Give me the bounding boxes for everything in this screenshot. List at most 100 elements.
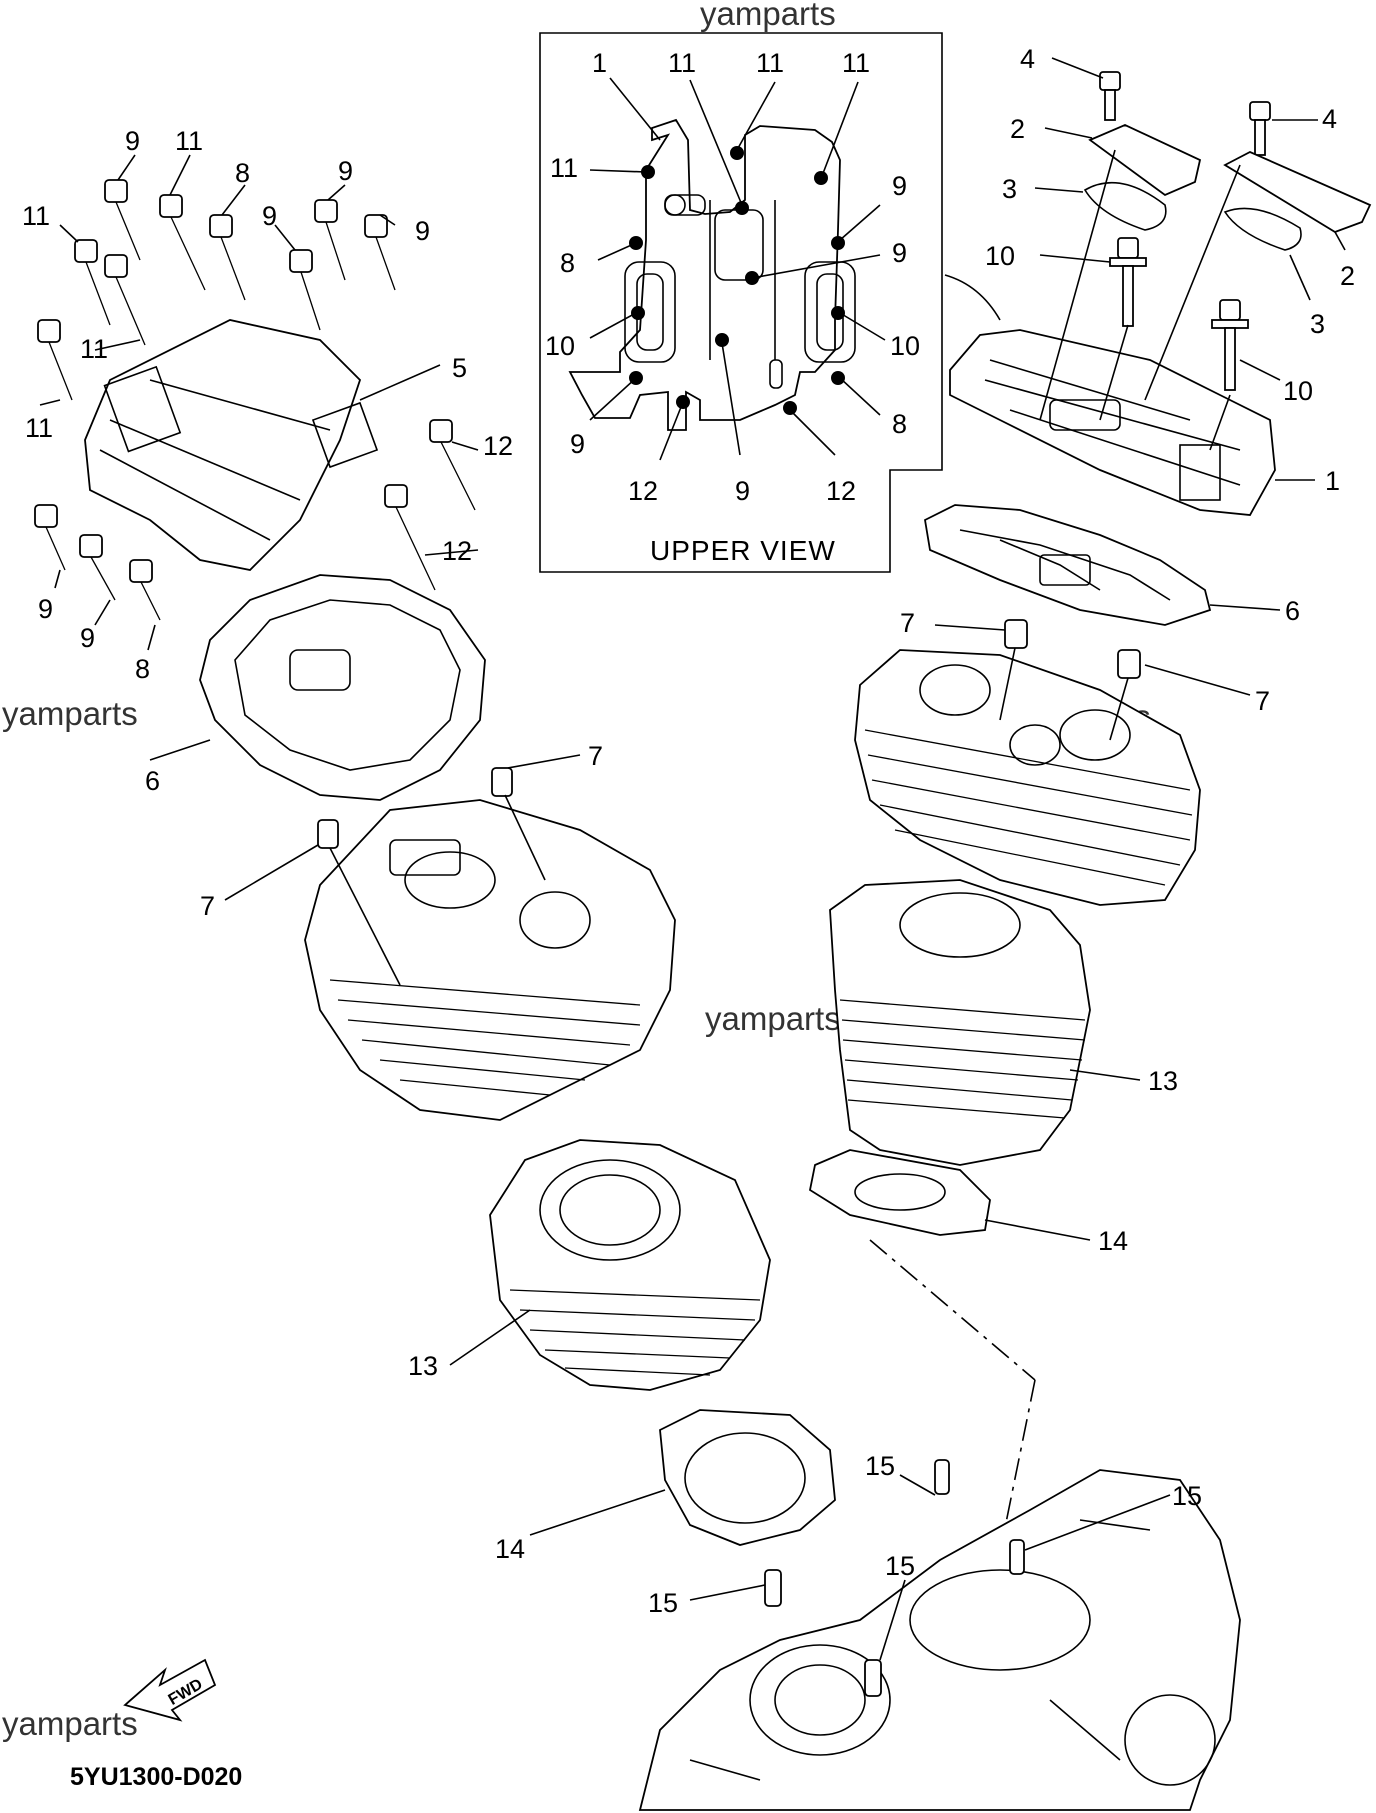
front-cylinder-assembly: 13 14 — [408, 1139, 836, 1564]
callout-label: 11 — [22, 201, 50, 231]
callout-label: 7 — [588, 741, 603, 771]
inset-label: 8 — [892, 409, 907, 439]
callout-label: 2 — [1340, 261, 1355, 291]
head-gasket-front — [199, 574, 486, 801]
rear-cylinder-assembly: 13 14 — [808, 879, 1178, 1701]
rear-base-gasket — [808, 1149, 991, 1236]
watermark: yamparts — [2, 695, 138, 732]
inset-label: 12 — [628, 476, 658, 506]
inset-label: 11 — [756, 48, 784, 78]
callout-label: 15 — [1172, 1481, 1202, 1511]
inset-plug-boss — [664, 194, 706, 216]
dowel-7 — [317, 819, 339, 849]
inset-label: 1 — [592, 48, 607, 78]
forward-arrow: FWD — [123, 1658, 217, 1722]
inset-label: 9 — [570, 429, 585, 459]
dowel-15 — [934, 1459, 950, 1495]
inset-label: 12 — [826, 476, 856, 506]
front-rocker-box — [84, 319, 362, 571]
callout-label: 6 — [1285, 596, 1300, 626]
front-cylinder-head — [304, 799, 676, 1121]
inset-label: 11 — [668, 48, 696, 78]
callout-label: 3 — [1310, 309, 1325, 339]
callout-label: 14 — [495, 1534, 525, 1564]
inset-label: 9 — [735, 476, 750, 506]
diagram-code: 5YU1300-D020 — [70, 1763, 242, 1791]
inset-left-port — [624, 261, 676, 363]
inset-label: 8 — [560, 248, 575, 278]
callout-label: 13 — [408, 1351, 438, 1381]
inset-pin — [769, 359, 783, 389]
inset-right-port — [804, 261, 856, 363]
callout-label: 11 — [175, 126, 203, 156]
callout-label: 12 — [483, 431, 513, 461]
callout-label: 9 — [38, 594, 53, 624]
callout-label: 13 — [1148, 1066, 1178, 1096]
callout-label: 7 — [900, 608, 915, 638]
callout-label: 15 — [865, 1451, 895, 1481]
rocker-box — [949, 329, 1276, 516]
callout-label: 7 — [1255, 686, 1270, 716]
inset-label: 9 — [892, 171, 907, 201]
inset-head-outline — [568, 118, 841, 431]
inset-frame — [539, 32, 943, 573]
callout-label: 9 — [125, 126, 140, 156]
callout-label: 8 — [135, 654, 150, 684]
inset-label: 11 — [550, 153, 578, 183]
inset-label: 9 — [892, 238, 907, 268]
callout-label: 7 — [200, 891, 215, 921]
head-gasket-rear — [924, 504, 1212, 626]
callout-label: 4 — [1322, 104, 1337, 134]
watermark: yamparts — [2, 1705, 138, 1742]
callout-label: 1 — [1325, 466, 1340, 496]
callout-label: 10 — [1283, 376, 1313, 406]
watermark: yamparts — [705, 1000, 841, 1037]
tappet-cover-right — [1223, 151, 1372, 233]
callout-label: 12 — [442, 536, 472, 566]
bolt-4-right — [1249, 101, 1271, 156]
front-base-gasket — [659, 1409, 836, 1546]
inset-label: 11 — [842, 48, 870, 78]
dowel-15 — [864, 1659, 882, 1697]
dowel-15 — [1009, 1539, 1025, 1575]
callout-label: 10 — [985, 241, 1015, 271]
callout-label: 15 — [648, 1588, 678, 1618]
callout-label: 8 — [235, 158, 250, 188]
callout-label: 3 — [1002, 174, 1017, 204]
callout-label: 9 — [262, 201, 277, 231]
front-cylinder — [489, 1139, 771, 1391]
bolt — [34, 179, 476, 621]
inset-title: UPPER VIEW — [650, 535, 836, 566]
callout-label: 9 — [415, 216, 430, 246]
bolt-10-right — [1211, 299, 1249, 391]
inset-label: 10 — [545, 331, 575, 361]
callout-label: 9 — [80, 623, 95, 653]
left-bolts-and-cover: 9 11 8 9 9 9 11 11 5 11 12 9 9 8 12 — [22, 126, 513, 684]
callout-label: 11 — [80, 334, 108, 364]
callout-label: 6 — [145, 766, 160, 796]
upper-view-inset: 1 11 11 11 11 9 8 9 10 10 9 8 12 9 12 UP… — [539, 32, 943, 573]
front-head-assembly: 6 7 7 — [145, 574, 676, 1121]
bolt-4-left — [1099, 71, 1121, 121]
dowel-7 — [1004, 619, 1028, 649]
rear-cylinder — [829, 879, 1091, 1166]
rear-cylinder-head — [854, 649, 1201, 906]
callout-label: 5 — [452, 353, 467, 383]
dowel-7 — [491, 767, 513, 797]
bolt-10-left — [1109, 237, 1147, 327]
callout-label: 9 — [338, 156, 353, 186]
inset-label: 10 — [890, 331, 920, 361]
gasket-3-right — [1223, 207, 1302, 251]
callout-label: 11 — [25, 413, 53, 443]
callout-label: 4 — [1020, 44, 1035, 74]
crankcase: 15 15 15 15 — [638, 1451, 1241, 1811]
rear-head-assembly: 6 7 7 — [854, 504, 1300, 906]
gasket-3-left — [1083, 182, 1167, 231]
right-cover-assembly: 4 4 2 2 3 3 10 10 1 — [944, 44, 1372, 516]
tappet-cover-left — [1088, 124, 1202, 197]
callout-label: 15 — [885, 1551, 915, 1581]
dowel-7 — [1117, 649, 1141, 679]
watermark: yamparts — [700, 0, 836, 32]
callout-label: 2 — [1010, 114, 1025, 144]
